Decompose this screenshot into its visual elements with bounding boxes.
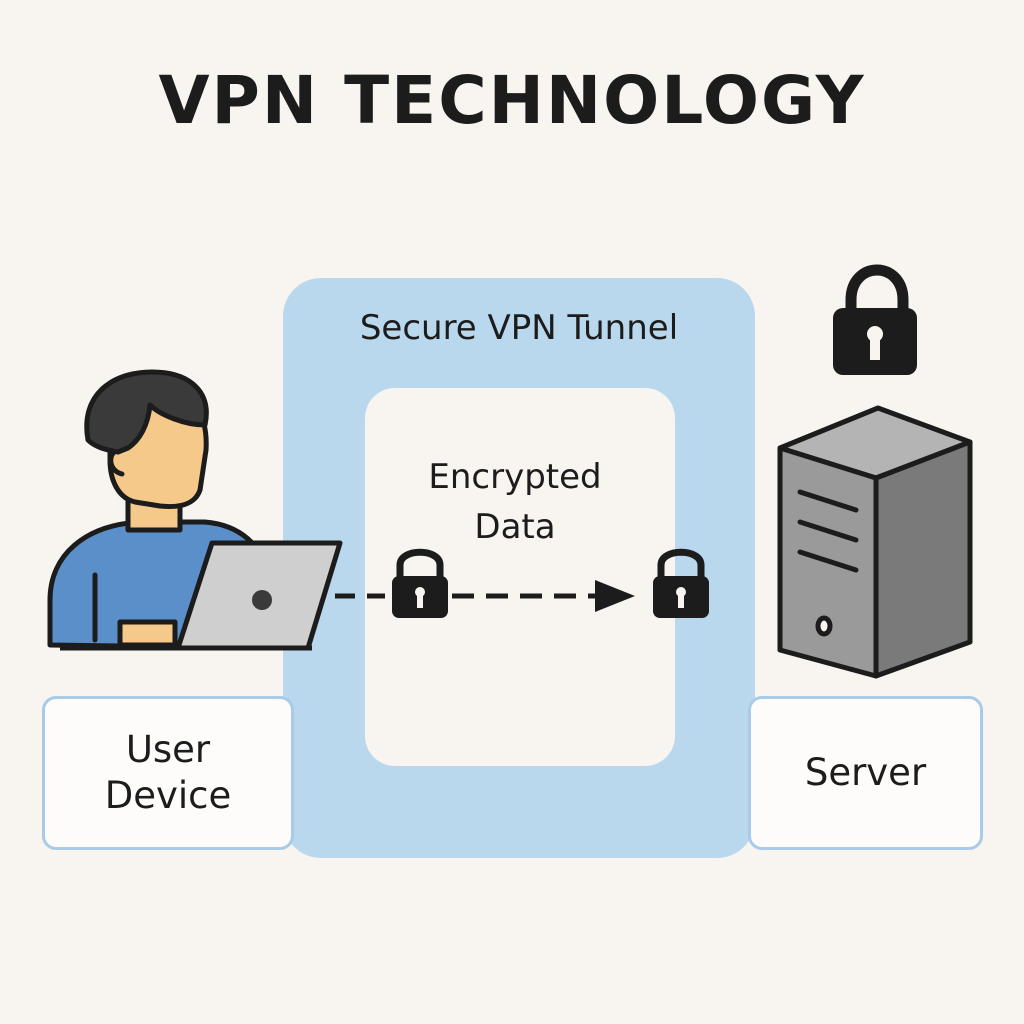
padlock-icon <box>392 548 448 618</box>
user-device-label-line2: Device <box>104 774 232 817</box>
user-device-label-box: User Device <box>42 696 294 850</box>
server-label: Server <box>804 751 927 794</box>
tunnel-label: Secure VPN Tunnel <box>359 308 679 348</box>
padlock-icon <box>653 548 709 618</box>
person-icon <box>47 369 271 651</box>
server-label-box: Server <box>748 696 983 850</box>
arrow-icon <box>335 580 635 612</box>
laptop-icon <box>60 540 343 651</box>
encrypted-data-label-line2: Data <box>474 507 556 547</box>
padlock-icon <box>833 264 917 375</box>
diagram-title: VPN TECHNOLOGY <box>158 62 866 139</box>
encrypted-data-label-line1: Encrypted <box>428 457 602 497</box>
encrypted-data-label: Encrypted Data <box>365 452 665 552</box>
user-device-label-line1: User <box>125 728 211 771</box>
server-icon <box>777 405 973 679</box>
